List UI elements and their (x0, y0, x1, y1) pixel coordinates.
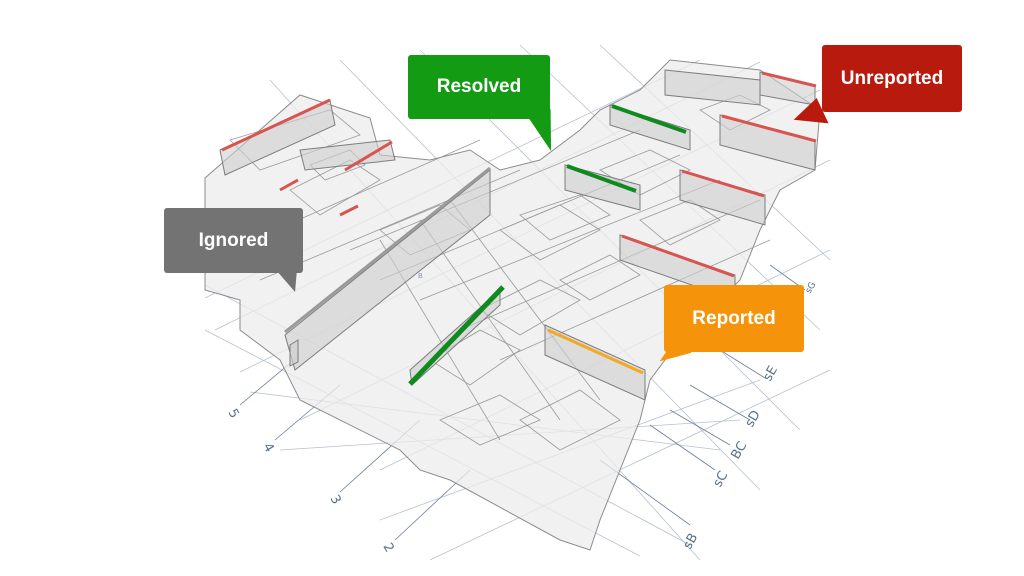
floor-slab (204, 59, 821, 551)
grid-label-4: 4 (260, 441, 277, 456)
wall-resolved-1 (566, 164, 637, 193)
wall-unreported-1 (721, 114, 817, 143)
unreported-label: Unreported (840, 67, 944, 89)
wall-unreported-3 (681, 169, 765, 198)
room-outlines (229, 94, 771, 451)
grid-axis-labels: 5 4 3 2 sB sC BC sD sE sG B (225, 272, 819, 555)
grid-tag-B: B (418, 272, 423, 280)
wall-unreported-4 (621, 234, 735, 278)
wall-unreported-2 (761, 71, 817, 88)
wall-resolved-2 (611, 104, 687, 134)
ignored-label: Ignored (198, 229, 269, 251)
wall-ignored (284, 166, 491, 334)
resolved-label: Resolved (436, 76, 522, 97)
grid-label-sB: sB (680, 531, 701, 552)
issue-walls (221, 71, 817, 386)
wall-unreported-8 (339, 204, 359, 217)
wall-unreported-7 (279, 178, 299, 192)
ignored-callout: Ignored (164, 208, 310, 296)
grid-label-sC: sC (710, 469, 731, 490)
reported-callout: Reported (654, 285, 804, 373)
unreported-callout: Unreported (789, 45, 962, 137)
wall-unreported-5 (221, 98, 331, 152)
axis-leaders (239, 264, 806, 541)
grid-label-sG: sG (804, 280, 819, 295)
grid-label-3: 3 (327, 493, 344, 508)
wall-unreported-6 (344, 140, 393, 172)
grid-label-BC: BC (728, 439, 750, 462)
grid-label-2: 2 (380, 541, 397, 556)
grid-label-5: 5 (225, 407, 242, 422)
resolved-callout: Resolved (408, 55, 565, 155)
wall-reported (547, 328, 644, 375)
grid-label-sD: sD (742, 408, 763, 430)
grid-label-sE: sE (760, 364, 780, 384)
reported-label: Reported (692, 307, 776, 329)
wall-resolved-3 (408, 285, 505, 386)
